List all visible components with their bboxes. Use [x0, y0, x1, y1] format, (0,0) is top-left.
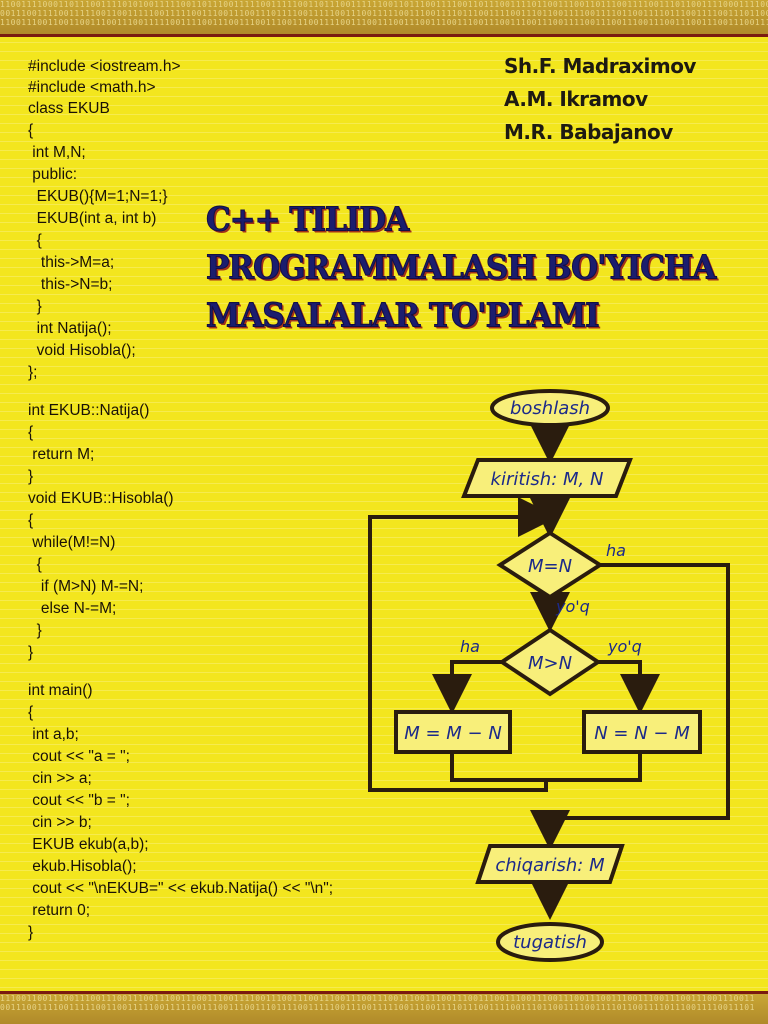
code-line: EKUB ekub(a,b); [28, 836, 149, 853]
branch-label-yes: ha [460, 637, 480, 656]
binary-border-bottom: 1110011001110011100111001110011100111001… [0, 994, 768, 1024]
code-line: #include <iostream.h> [28, 58, 181, 75]
start-label: boshlash [510, 398, 590, 419]
binary-line: 1100111001100110011100111001111100111100… [0, 18, 768, 27]
process-label: M = M − N [404, 723, 502, 744]
binary-line: 0011100111100111110011001111100111110011… [0, 1003, 755, 1012]
end-label: tugatish [513, 932, 587, 953]
code-line: cin >> b; [28, 814, 92, 831]
code-line: } [28, 298, 42, 315]
title-line: MASALALAR TO'PLAMI [205, 297, 600, 336]
code-line: EKUB(int a, int b) [28, 210, 157, 227]
code-line: void Hisobla(); [28, 342, 136, 359]
binary-line: 1110011001110011100111001110011100111001… [0, 994, 755, 1003]
code-line: int main() [28, 682, 93, 699]
title-line: C++ TILIDA [205, 201, 409, 240]
input-block [461, 458, 633, 498]
end-terminal [496, 922, 604, 962]
loop-back-line [368, 497, 558, 792]
code-line: } [28, 924, 34, 941]
input-label: kiritish: M, N [491, 469, 604, 490]
code-line: return M; [28, 446, 95, 463]
code-line: public: [28, 166, 78, 183]
code-line: { [28, 512, 34, 529]
code-line: int M,N; [28, 144, 86, 161]
branch-label-yes: ha [606, 541, 626, 560]
code-line: while(M!=N) [28, 534, 116, 551]
code-line: { [28, 122, 34, 139]
code-line: int a,b; [28, 726, 79, 743]
author-name: A.M. Ikramov [504, 87, 648, 111]
code-line: { [28, 704, 34, 721]
decision-label: M>N [528, 653, 572, 674]
code-line: { [28, 556, 42, 573]
code-line: }; [28, 364, 38, 381]
process-box-right [582, 710, 702, 754]
code-line: int EKUB::Natija() [28, 402, 150, 419]
code-line: this->M=a; [28, 254, 115, 271]
title-line: PROGRAMMALASH BO'YICHA [205, 249, 716, 288]
flow-arrow [598, 660, 660, 714]
process-label: N = N − M [594, 723, 690, 744]
flowchart-diagram: boshlash kiritish: M, N M=N ha yo'q M>N … [368, 389, 730, 962]
code-line: EKUB(){M=1;N=1;} [28, 188, 168, 205]
flow-arrow [530, 563, 730, 850]
top-rule [0, 34, 768, 37]
branch-label-no: yo'q [555, 597, 590, 616]
output-label: chiqarish: M [495, 855, 605, 876]
author-name: Sh.F. Madraximov [504, 54, 696, 78]
code-line: #include <math.h> [28, 79, 156, 96]
code-line: void EKUB::Hisobla() [28, 490, 174, 507]
binary-line: 1100111100011011100111101010011111001101… [0, 0, 768, 9]
code-line: return 0; [28, 902, 91, 919]
output-block [475, 844, 625, 884]
code-line: cin >> a; [28, 770, 92, 787]
code-line: else N-=M; [28, 600, 117, 617]
decision-m-greater-n [498, 627, 602, 697]
code-line: if (M>N) M-=N; [28, 578, 144, 595]
code-line: int Natija(); [28, 320, 112, 337]
binary-line: 0011100111100111110011001111100111110011… [0, 9, 768, 18]
decision-label: M=N [528, 556, 572, 577]
code-line: cout << "a = "; [28, 748, 130, 765]
author-name: M.R. Babajanov [504, 120, 673, 144]
decision-m-equals-n [496, 530, 604, 600]
start-terminal [490, 389, 610, 427]
code-line: cout << "b = "; [28, 792, 130, 809]
flow-arrow [432, 660, 518, 714]
flow-line [450, 752, 642, 782]
branch-label-no: yo'q [607, 637, 642, 656]
process-box-left [394, 710, 512, 754]
binary-border-top: 1100111100011011100111101010011111001101… [0, 0, 768, 34]
code-line: cout << "\nEKUB=" << ekub.Natija() << "\… [28, 880, 334, 897]
book-title: C++ TILIDA PROGRAMMALASH BO'YICHA MASALA… [205, 196, 716, 340]
code-line: { [28, 232, 42, 249]
code-line: this->N=b; [28, 276, 113, 293]
code-line: } [28, 644, 34, 661]
bottom-rule [0, 991, 768, 994]
code-line: class EKUB [28, 100, 110, 117]
code-line: { [28, 424, 34, 441]
authors-block: Sh.F. Madraximov A.M. Ikramov M.R. Babaj… [504, 50, 696, 149]
code-line: } [28, 468, 34, 485]
code-line: } [28, 622, 42, 639]
code-line: ekub.Hisobla(); [28, 858, 137, 875]
